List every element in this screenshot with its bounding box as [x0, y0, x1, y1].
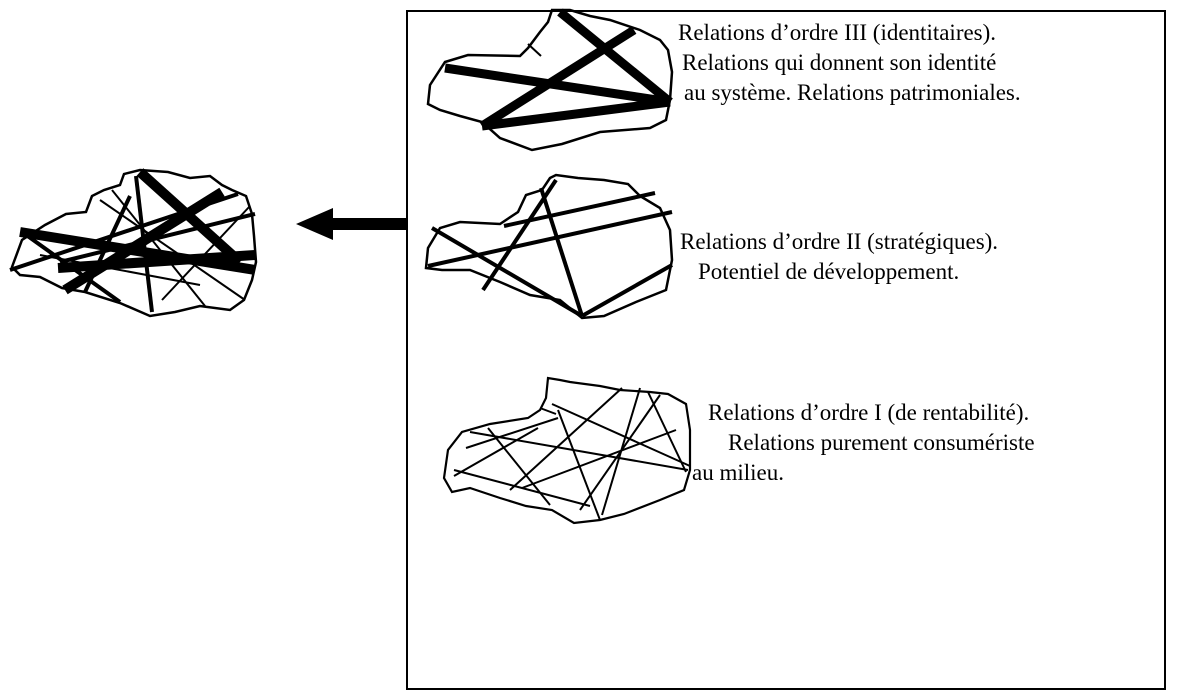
order-1-relation-line — [521, 429, 677, 489]
order-1-relation-line — [551, 403, 691, 467]
order-3-territory-map — [426, 8, 674, 152]
combined-territory-outline — [10, 168, 258, 318]
order-3-caption-line: au système. Relations patrimoniales. — [684, 80, 1021, 105]
combined-relation-line — [57, 250, 256, 273]
combined-relation-line — [19, 227, 256, 275]
order-3-caption-line: Relations d’ordre III (identitaires). — [678, 20, 997, 45]
order-2-territory-map — [424, 173, 674, 320]
combined-relation-line — [83, 195, 132, 293]
order-1-territory-outline — [442, 376, 692, 525]
order-2-relation-line — [427, 210, 673, 268]
order-2-relation-line — [539, 187, 584, 317]
order-3-caption: Relations d’ordre III (identitaires). Re… — [678, 18, 1021, 108]
order-3-relation-line — [479, 26, 637, 130]
order-1-relation-line — [453, 469, 591, 507]
order-3-territory-outline — [426, 8, 674, 152]
combined-relation-line — [161, 205, 251, 301]
order-1-relation-line — [557, 409, 601, 521]
order-3-relation-line — [444, 63, 671, 107]
combined-relation-line — [134, 175, 154, 313]
order-3-caption-line: Relations qui donnent son identité — [682, 50, 997, 75]
order-1-caption-line: Relations purement consumériste — [728, 430, 1035, 455]
order-1-relation-line — [509, 387, 623, 491]
order-2-relation-line — [430, 226, 584, 318]
order-1-caption-line: au milieu. — [692, 460, 784, 485]
order-1-relation-line — [453, 427, 539, 477]
order-2-caption: Relations d’ordre II (stratégiques). Pot… — [680, 227, 998, 287]
order-1-relation-line — [469, 431, 689, 471]
left-arrow — [296, 208, 407, 240]
relations-panel-frame — [406, 10, 1166, 690]
combined-relation-line — [99, 199, 246, 301]
combined-territory-map — [9, 168, 258, 318]
order-1-relation-line — [465, 417, 559, 449]
order-3-relation-line — [481, 97, 671, 131]
order-1-caption: Relations d’ordre I (de rentabilité). Re… — [692, 398, 1035, 488]
order-2-caption-line: Potentiel de développement. — [698, 259, 960, 284]
order-2-relation-line — [481, 178, 558, 292]
order-2-caption-line: Relations d’ordre II (stratégiques). — [680, 229, 999, 254]
order-1-relation-line — [647, 391, 687, 473]
order-2-relation-line — [581, 263, 673, 318]
order-1-caption-line: Relations d’ordre I (de rentabilité). — [708, 400, 1030, 425]
combined-relation-line — [39, 254, 201, 286]
order-2-relation-line — [503, 191, 656, 228]
combined-relation-line — [59, 212, 256, 264]
order-3-relation-line — [557, 8, 673, 106]
combined-relation-line — [20, 230, 122, 304]
combined-relation-line — [111, 189, 206, 307]
order-1-territory-map — [442, 376, 692, 525]
